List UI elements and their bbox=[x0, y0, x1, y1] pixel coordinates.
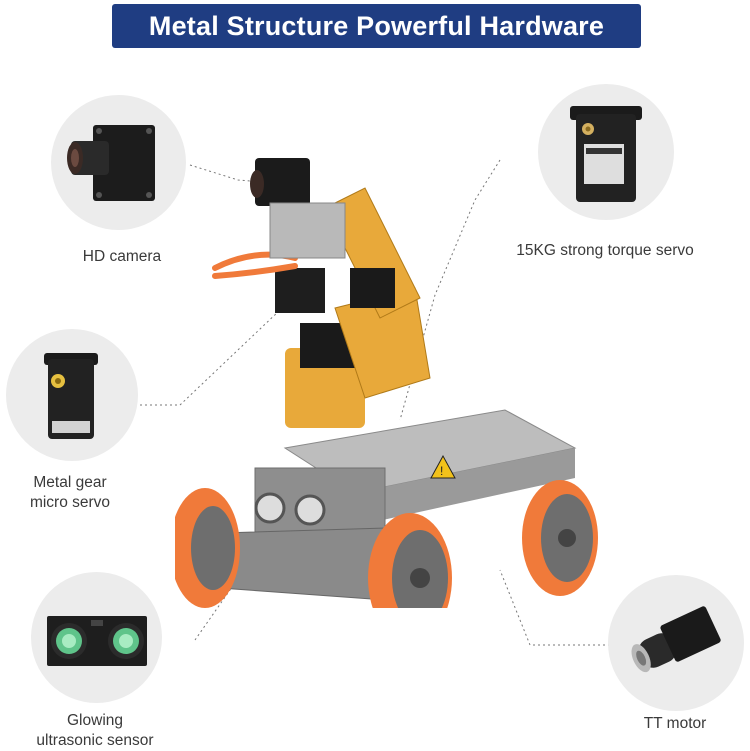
micro-servo-label-line2: micro servo bbox=[29, 494, 111, 511]
micro-servo-label-line1: Metal gear bbox=[33, 474, 107, 491]
servo-icon bbox=[570, 106, 642, 202]
chassis-front-bumper bbox=[219, 527, 386, 601]
svg-text:!: ! bbox=[440, 464, 443, 478]
ultrasonic-label: Glowing ultrasonic sensor bbox=[15, 711, 175, 751]
gripper-servo bbox=[275, 268, 325, 313]
arm-elbow-servo bbox=[350, 268, 395, 308]
front-ultrasonic-right-icon bbox=[294, 494, 326, 526]
warning-sign-icon bbox=[430, 454, 456, 479]
tt-motor-label: TT motor bbox=[620, 714, 730, 734]
servo-15kg-label-text: 15KG strong torque servo bbox=[516, 242, 694, 259]
tt-motor-icon bbox=[631, 606, 721, 673]
front-ultrasonic-left-icon bbox=[254, 492, 286, 524]
robot-product-image: ! bbox=[175, 158, 598, 608]
tt-motor-label-text: TT motor bbox=[643, 715, 707, 732]
page-title-banner: Metal Structure Powerful Hardware bbox=[112, 4, 641, 48]
wheel-front-right-icon bbox=[368, 513, 452, 608]
ultrasonic-label-line2: ultrasonic sensor bbox=[36, 732, 154, 749]
servo-15kg-label: 15KG strong torque servo bbox=[500, 241, 710, 261]
wheel-front-left-icon bbox=[175, 488, 240, 608]
micro-servo-label: Metal gear micro servo bbox=[0, 473, 140, 513]
chassis-frame bbox=[355, 448, 575, 526]
wheel-rear-right-icon bbox=[522, 480, 598, 596]
micro-servo-icon bbox=[44, 353, 98, 439]
arm-wrist-bracket bbox=[269, 202, 346, 259]
ultrasonic-label-line1: Glowing bbox=[67, 712, 123, 729]
arm-camera-icon bbox=[255, 158, 310, 206]
ultrasonic-sensor-icon bbox=[47, 616, 147, 666]
page-title: Metal Structure Powerful Hardware bbox=[148, 10, 605, 41]
camera-icon bbox=[67, 125, 155, 201]
hd-camera-label: HD camera bbox=[62, 247, 182, 267]
hd-camera-label-text: HD camera bbox=[82, 248, 162, 265]
